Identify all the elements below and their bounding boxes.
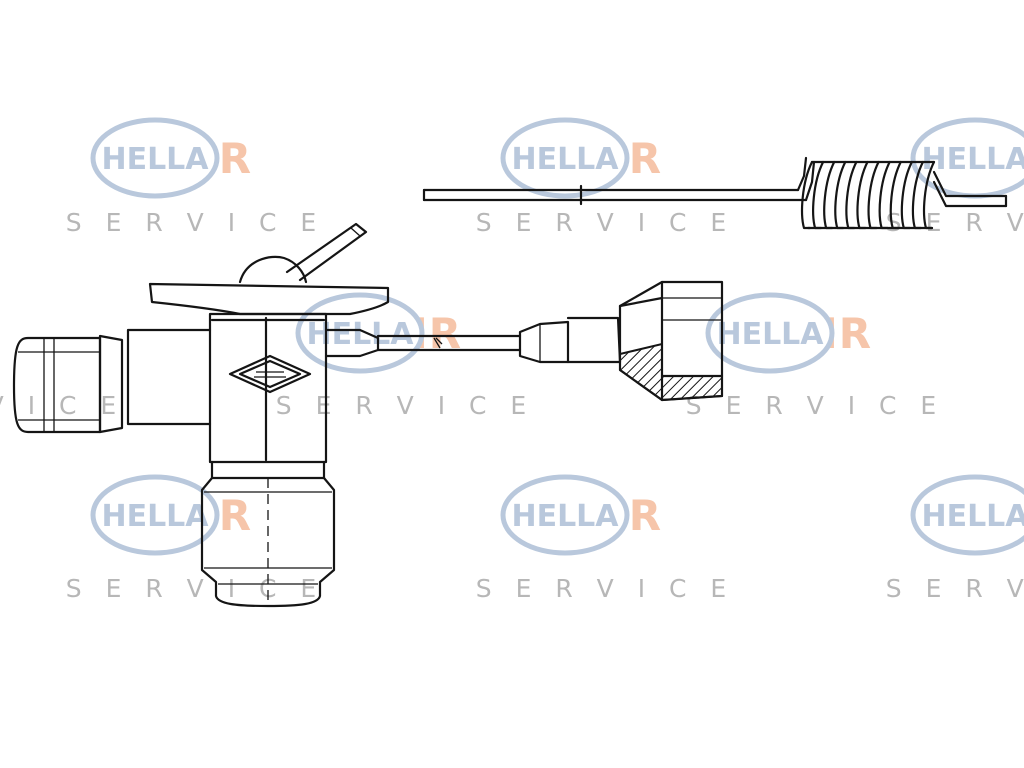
service-watermark: S E R V I C E <box>686 391 944 420</box>
capillary-stub <box>285 222 368 282</box>
valve-head <box>148 255 390 316</box>
hella-watermark: HELLA <box>511 142 619 177</box>
capillary-tube-with-coil <box>422 156 1008 230</box>
service-watermark: S E R V I C E <box>886 208 1024 237</box>
valve-body <box>208 312 328 464</box>
hella-watermark: HELLA <box>101 499 209 534</box>
hella-logo-icon <box>500 474 630 556</box>
coil-outline <box>806 160 936 230</box>
service-watermark: S E R V I C E <box>476 208 734 237</box>
coil-turn <box>889 160 902 230</box>
hella-logo-icon <box>90 474 220 556</box>
coil-turn <box>911 160 925 230</box>
coil-turn <box>800 160 814 230</box>
coil-turn <box>922 160 936 230</box>
hella-watermark: HELLA <box>306 317 414 352</box>
hella-watermark: HELLA <box>921 499 1024 534</box>
coil-turn <box>823 160 836 230</box>
flare-nut <box>618 280 724 402</box>
equalizer-fitting <box>324 316 622 364</box>
coil-turn <box>878 160 891 230</box>
hella-watermark: HELLA <box>511 499 619 534</box>
coil-turn <box>900 160 913 230</box>
service-watermark: S E R V I C E <box>276 391 534 420</box>
service-watermark: S E R V I C E <box>0 391 124 420</box>
outlet-connector <box>200 460 336 608</box>
coil-turn <box>812 160 825 230</box>
coil-turn <box>856 160 869 230</box>
hella-watermark: HELLA <box>716 317 824 352</box>
hella-logo-icon <box>90 117 220 199</box>
hella-watermark: HELLA <box>921 142 1024 177</box>
hella-logo-icon <box>910 474 1024 556</box>
hella-logo-icon <box>500 117 630 199</box>
inlet-connector <box>12 328 212 434</box>
service-watermark: S E R V I C E <box>886 574 1024 603</box>
service-watermark: S E R V I C E <box>66 208 324 237</box>
coil-turn <box>834 160 847 230</box>
coil-turn <box>845 160 858 230</box>
hella-watermark: HELLA <box>101 142 209 177</box>
service-watermark: S E R V I C E <box>476 574 734 603</box>
service-watermark: S E R V I C E <box>66 574 324 603</box>
coil-turn <box>867 160 880 230</box>
hella-logo-icon <box>705 292 835 374</box>
